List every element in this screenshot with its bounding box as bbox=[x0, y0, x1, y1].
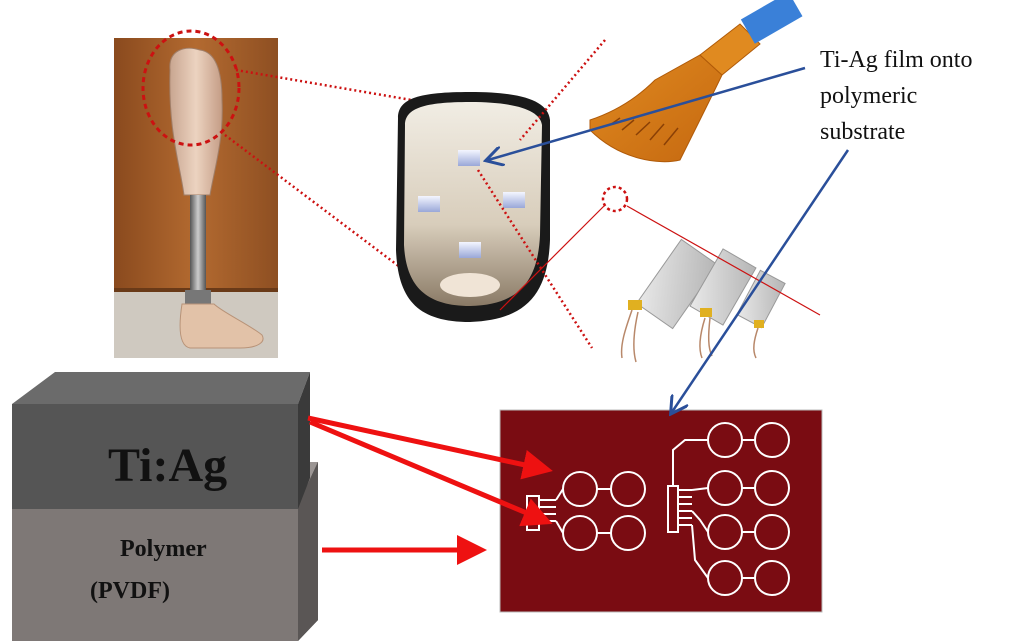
annotation-line-2: polymeric bbox=[820, 83, 918, 109]
annotation-line-1: Ti-Ag film onto bbox=[820, 47, 973, 73]
pad-dotted-line-a bbox=[519, 39, 606, 141]
left-trace bbox=[555, 520, 564, 534]
socket-interior-photo bbox=[396, 92, 550, 322]
tiag-block bbox=[12, 372, 310, 509]
sensor-pad-2 bbox=[418, 196, 440, 212]
sensor-pad-4 bbox=[459, 242, 481, 258]
socket-callout-ellipse bbox=[141, 29, 241, 147]
annotation-line-3: substrate bbox=[820, 119, 906, 145]
prosthesis-photo bbox=[114, 38, 278, 358]
right-trace bbox=[691, 487, 709, 491]
annotation-to-pad-arrow bbox=[488, 66, 806, 160]
tiag-label: Ti:Ag bbox=[108, 439, 228, 492]
tiag-to-pcb-arrow-lower bbox=[309, 419, 553, 527]
sensor-pad-1 bbox=[458, 150, 480, 166]
pcb-board bbox=[499, 409, 823, 613]
detail-callout-circle bbox=[601, 185, 629, 213]
left-trace bbox=[555, 488, 564, 501]
film-annotation: Ti-Ag film onto polymeric substrate bbox=[820, 42, 1025, 150]
flex-sensor-photo bbox=[589, 0, 803, 163]
detail-line-left bbox=[499, 205, 605, 311]
right-trace bbox=[691, 510, 709, 533]
right-trace bbox=[691, 524, 709, 579]
tiag-to-pcb-arrow-upper bbox=[307, 415, 553, 480]
pvdf-label: (PVDF) bbox=[90, 578, 170, 604]
piezo-sensors-photo bbox=[600, 185, 820, 385]
detail-line-right bbox=[626, 205, 821, 316]
right-trace bbox=[672, 439, 708, 486]
annotation-to-pcb-arrow bbox=[672, 149, 850, 412]
polymer-label: Polymer bbox=[120, 536, 207, 562]
sensor-pad-3 bbox=[503, 192, 525, 208]
pad-dotted-line-b bbox=[476, 169, 594, 349]
